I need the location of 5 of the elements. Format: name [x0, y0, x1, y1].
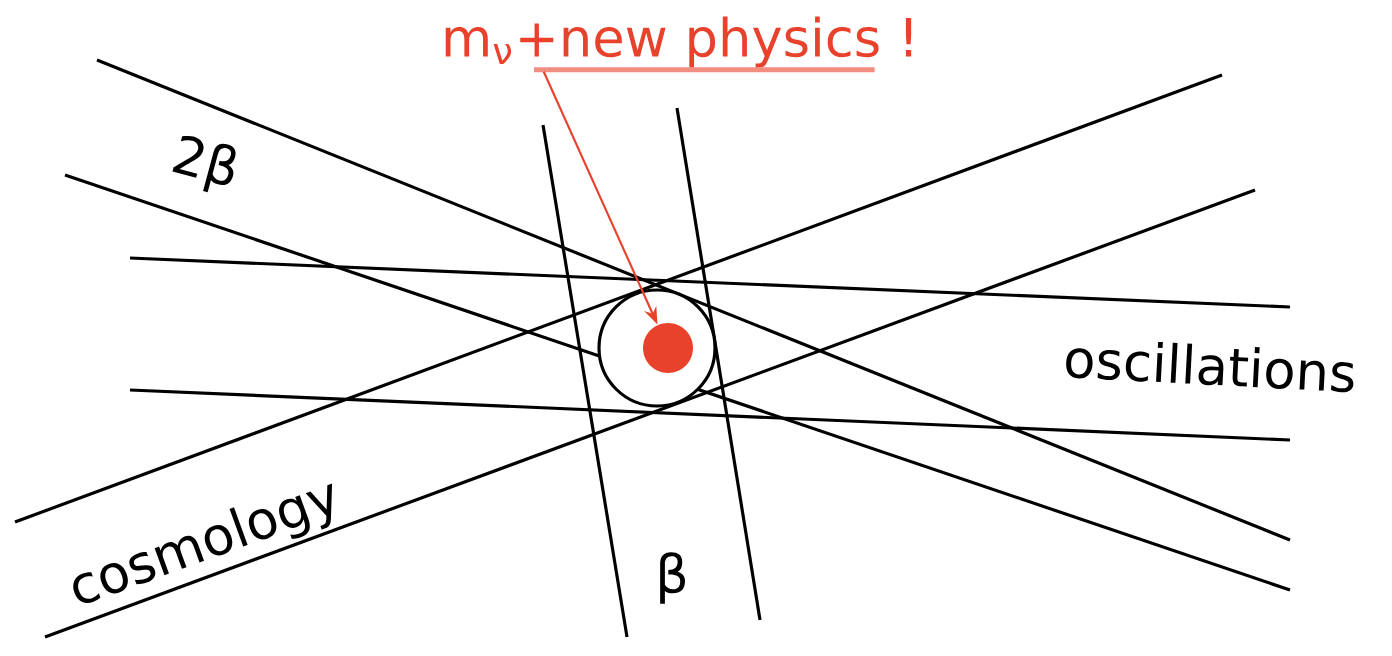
dot: [643, 323, 693, 373]
band-label: β: [660, 552, 685, 604]
band-label: oscillations: [1066, 341, 1354, 393]
title-text: m$_{ν}$+new physics !: [445, 16, 912, 68]
band-label: 2β: [172, 135, 236, 193]
